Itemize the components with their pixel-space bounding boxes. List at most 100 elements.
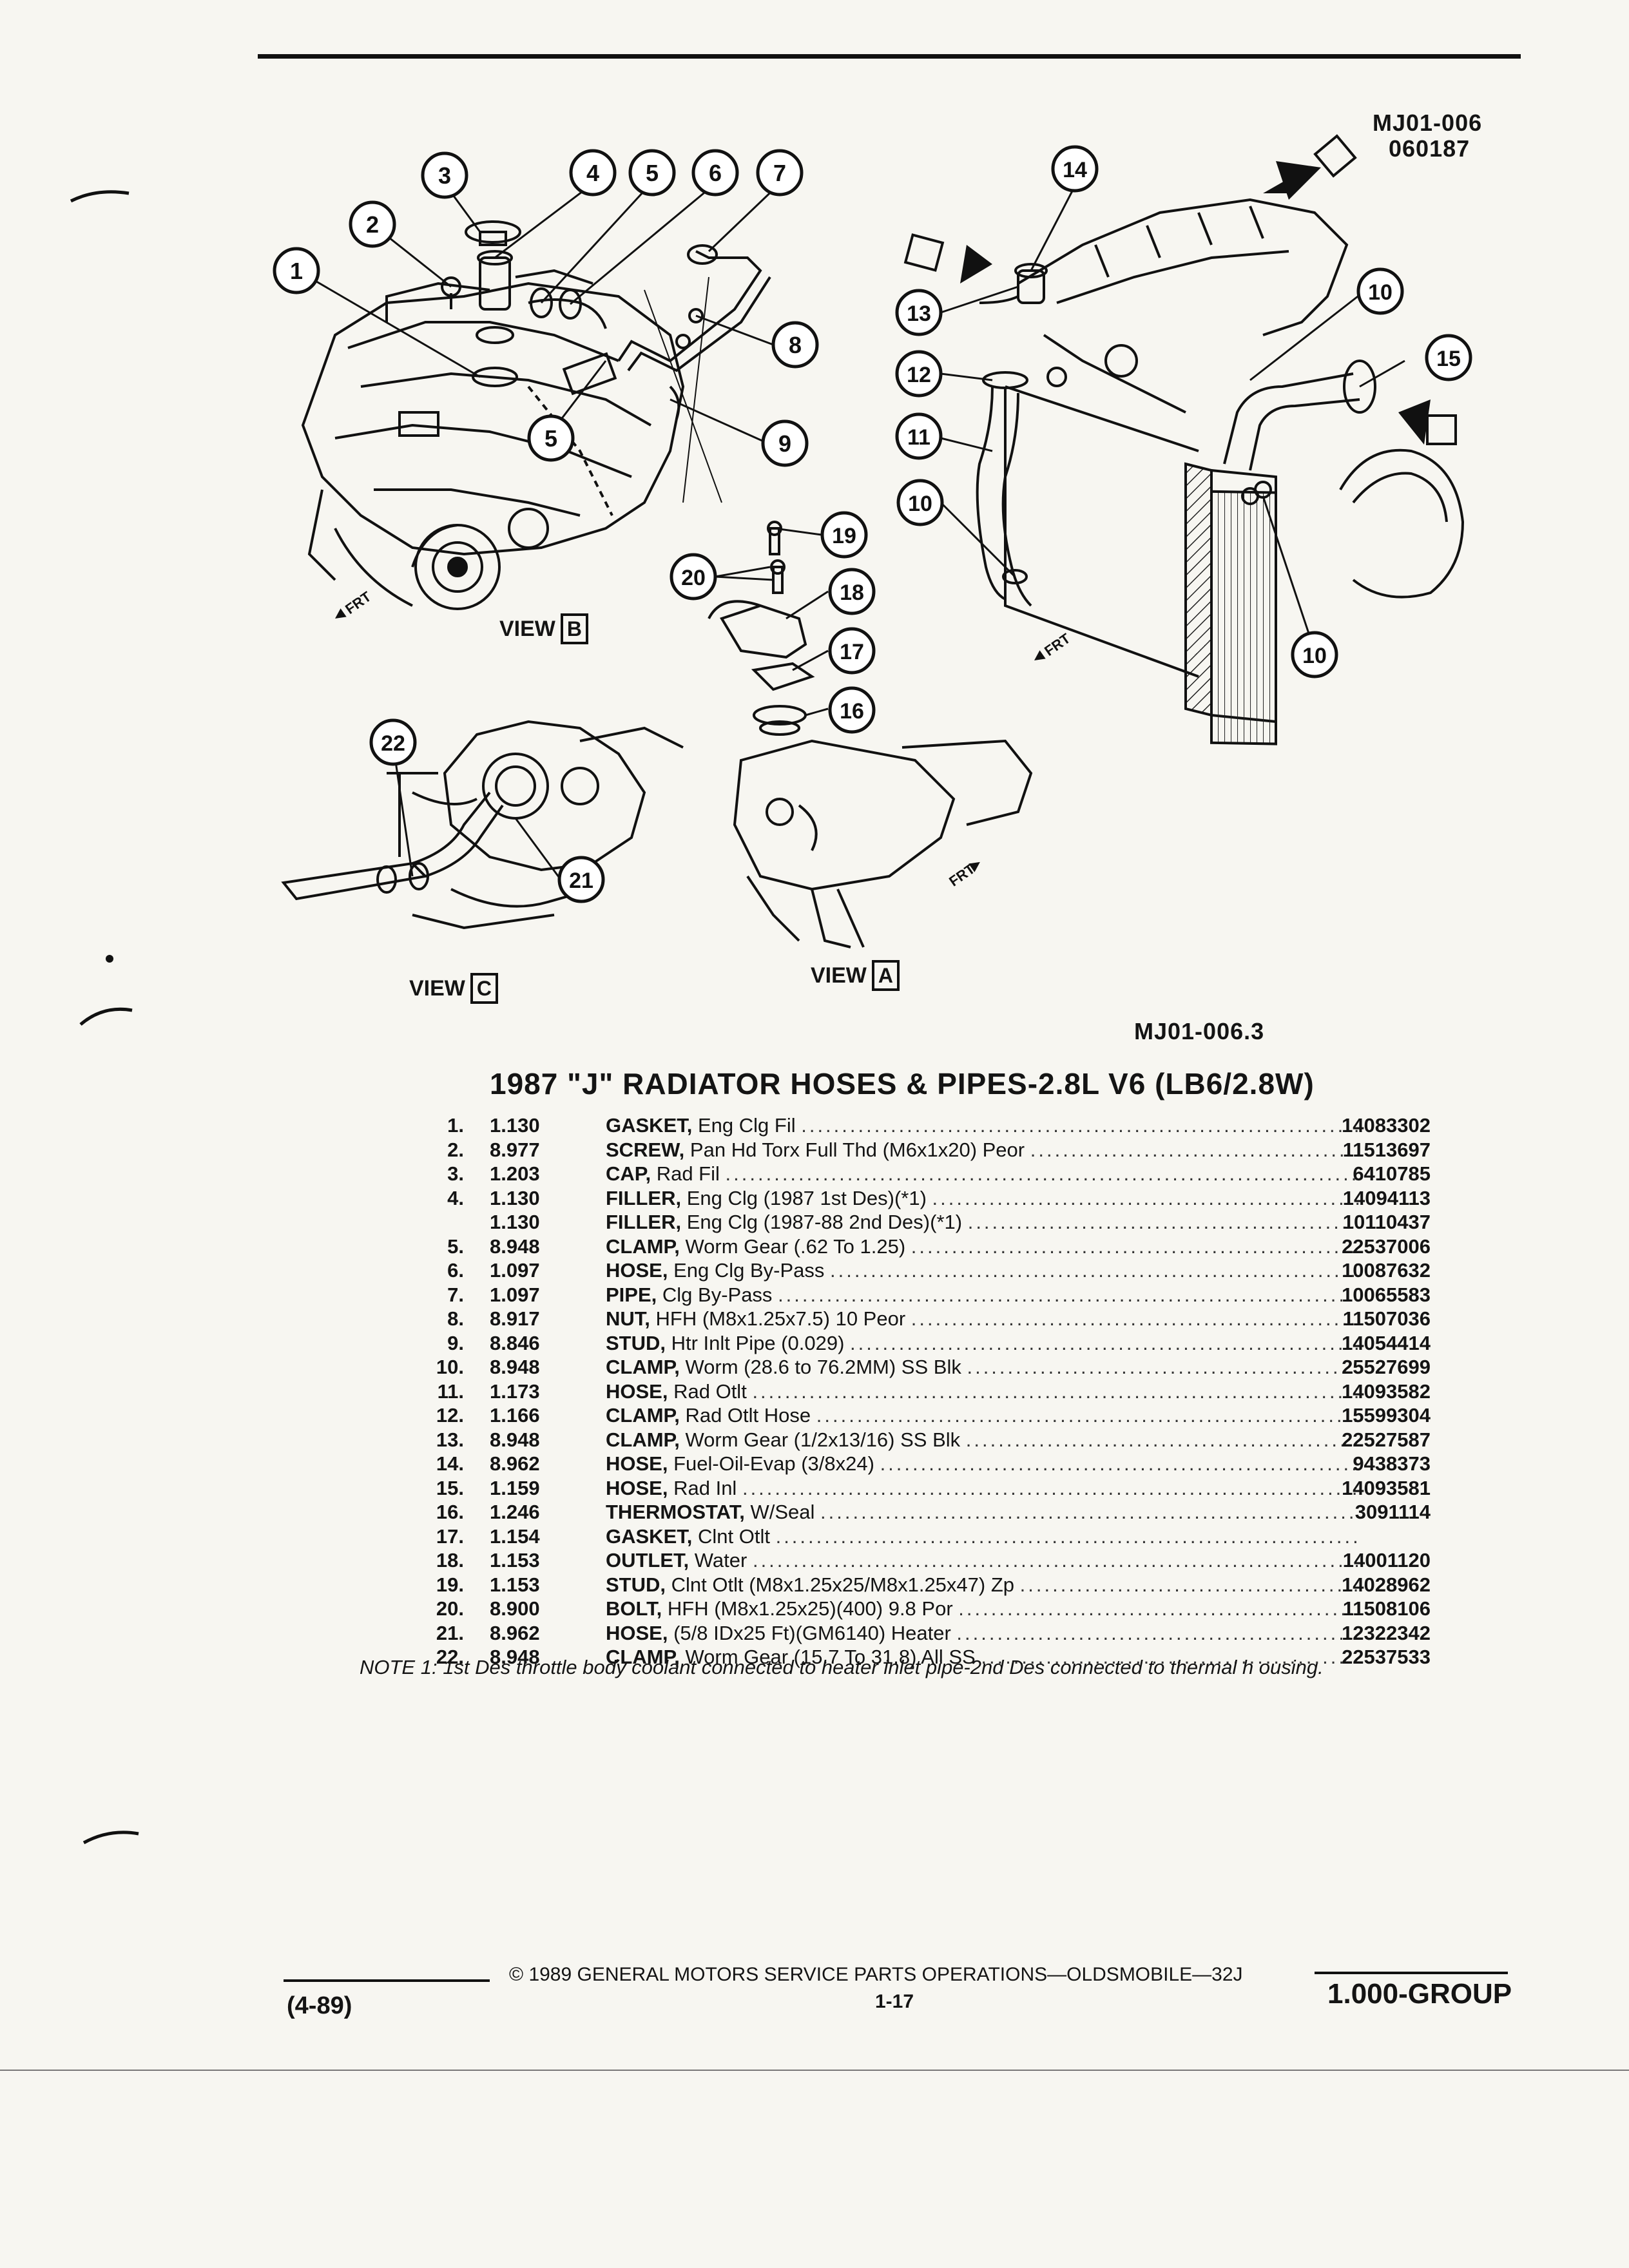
- part-number: 14001120: [1342, 1549, 1431, 1571]
- dot-leader: ........................................…: [967, 1356, 1360, 1378]
- part-description: BOLT, HFH (M8x1.25x25)(400) 9.8 Por ....…: [606, 1597, 1360, 1621]
- parts-row: 21. 8.962 HOSE, (5/8 IDx25 Ft)(GM6140) Hea…: [361, 1621, 1431, 1646]
- part-detail: Eng Clg (1987-88 2nd Des)(*1): [686, 1211, 963, 1233]
- front-direction-marks: FRT FRT FRT: [335, 588, 1074, 890]
- dot-leader: ........................................…: [932, 1186, 1360, 1209]
- part-name: BOLT,: [606, 1597, 662, 1620]
- parts-note: NOTE 1: 1st Des throttle body coolant co…: [360, 1656, 1324, 1678]
- part-detail: Clnt Otlt: [697, 1524, 770, 1548]
- part-name: CLAMP,: [606, 1404, 680, 1427]
- ref-number: 21.: [436, 1621, 464, 1644]
- ref-number: 9.: [447, 1331, 464, 1354]
- callout-17: 17: [828, 627, 876, 675]
- part-number: 14093581: [1342, 1476, 1431, 1499]
- callouts: 1 2 3 4 5 6 7 8 9 5 10 10 10 11 12 13 14…: [273, 145, 1472, 903]
- callout-8: 8: [771, 321, 819, 369]
- catalog-group: 8.962: [490, 1621, 540, 1644]
- catalog-group: 1.166: [490, 1404, 540, 1427]
- part-description: HOSE, Fuel-Oil-Evap (3/8x24) ...........…: [606, 1452, 1360, 1476]
- part-name: STUD,: [606, 1331, 666, 1354]
- part-name: CLAMP,: [606, 1646, 680, 1668]
- part-description: CLAMP, Worm Gear (15.7 To 31.8) All SS .…: [606, 1645, 1360, 1669]
- part-description: STUD, Htr Inlt Pipe (0.029) ............…: [606, 1331, 1360, 1356]
- revision-date: (4-89): [287, 1992, 352, 2019]
- part-description: HOSE, (5/8 IDx25 Ft)(GM6140) Heater ....…: [606, 1621, 1360, 1646]
- catalog-group: 8.948: [490, 1356, 540, 1378]
- part-name: THERMOSTAT,: [606, 1501, 745, 1523]
- catalog-group: 1.203: [490, 1162, 540, 1185]
- part-detail: Rad Otlt Hose: [685, 1404, 811, 1427]
- svg-text:7: 7: [773, 160, 786, 186]
- callout-21: 21: [557, 856, 605, 903]
- part-description: THERMOSTAT, W/Seal .....................…: [606, 1500, 1360, 1524]
- part-description: CLAMP, Rad Otlt Hose ...................…: [606, 1403, 1360, 1428]
- figure-code-bottom: MJ01-006.3: [1134, 1018, 1265, 1044]
- part-description: HOSE, Rad Otlt .........................…: [606, 1379, 1360, 1404]
- callout-13: 13: [895, 289, 943, 336]
- part-description: OUTLET, Water ..........................…: [606, 1548, 1360, 1573]
- part-description: CLAMP, Worm Gear (.62 To 1.25) .........…: [606, 1235, 1360, 1259]
- svg-text:8: 8: [789, 332, 802, 358]
- callout-10a: 10: [1356, 267, 1404, 315]
- part-detail: HFH (M8x1.25x25)(400) 9.8 Por: [667, 1597, 953, 1620]
- svg-text:19: 19: [832, 524, 856, 548]
- catalog-group: 8.962: [490, 1452, 540, 1475]
- ref-number: 3.: [447, 1162, 464, 1185]
- ref-number: 15.: [436, 1476, 464, 1499]
- part-detail: Eng Clg Fil: [697, 1114, 796, 1137]
- svg-text:FRT: FRT: [1041, 630, 1074, 659]
- part-detail: Clg By-Pass: [662, 1283, 773, 1306]
- callout-14: 14: [1051, 145, 1099, 193]
- callout-5b: 5: [527, 414, 575, 462]
- ref-number: 19.: [436, 1573, 464, 1596]
- svg-text:4: 4: [586, 160, 599, 186]
- svg-text:10: 10: [908, 492, 932, 516]
- part-number: 14083302: [1342, 1114, 1431, 1137]
- ref-number: 16.: [436, 1501, 464, 1523]
- throttle-body-view-c: [281, 720, 684, 930]
- callout-10c: 10: [1291, 631, 1338, 678]
- catalog-group: 1.097: [490, 1259, 540, 1282]
- view-c-letter: C: [470, 973, 499, 1004]
- callout-10b: 10: [896, 479, 944, 526]
- part-name: HOSE,: [606, 1621, 668, 1644]
- ref-number: 5.: [447, 1235, 464, 1258]
- callout-11: 11: [895, 412, 943, 460]
- catalog-group: 8.900: [490, 1597, 540, 1620]
- catalog-group: 8.948: [490, 1646, 540, 1668]
- part-detail: Eng Clg By-Pass: [673, 1259, 825, 1282]
- engine-view-b: [301, 220, 771, 610]
- part-name: CLAMP,: [606, 1235, 680, 1258]
- ref-number: 10.: [436, 1356, 464, 1378]
- part-detail: Worm (28.6 to 76.2MM) SS Blk: [685, 1356, 961, 1378]
- callout-22: 22: [369, 718, 417, 766]
- dot-leader: ........................................…: [801, 1114, 1360, 1137]
- callout-7: 7: [756, 149, 804, 197]
- ref-number: 11.: [437, 1379, 464, 1403]
- figure-code-top: MJ01-006: [1373, 110, 1483, 136]
- ref-number: 7.: [447, 1283, 464, 1306]
- part-number: 11508106: [1342, 1597, 1431, 1620]
- part-name: FILLER,: [606, 1186, 682, 1209]
- catalog-group: 1.153: [490, 1573, 540, 1596]
- part-number: 11513697: [1342, 1138, 1431, 1161]
- svg-text:16: 16: [840, 699, 864, 724]
- dot-leader: ........................................…: [911, 1307, 1360, 1330]
- binding-marks: [70, 190, 139, 1845]
- part-detail: Worm Gear (.62 To 1.25): [685, 1235, 906, 1258]
- part-name: CAP,: [606, 1162, 651, 1185]
- part-detail: (5/8 IDx25 Ft)(GM6140) Heater: [673, 1621, 951, 1644]
- catalog-group: 1.130: [490, 1114, 540, 1137]
- catalog-group: 1.154: [490, 1524, 540, 1548]
- page-bottom-rule: [0, 2070, 1629, 2071]
- part-name: HOSE,: [606, 1476, 668, 1499]
